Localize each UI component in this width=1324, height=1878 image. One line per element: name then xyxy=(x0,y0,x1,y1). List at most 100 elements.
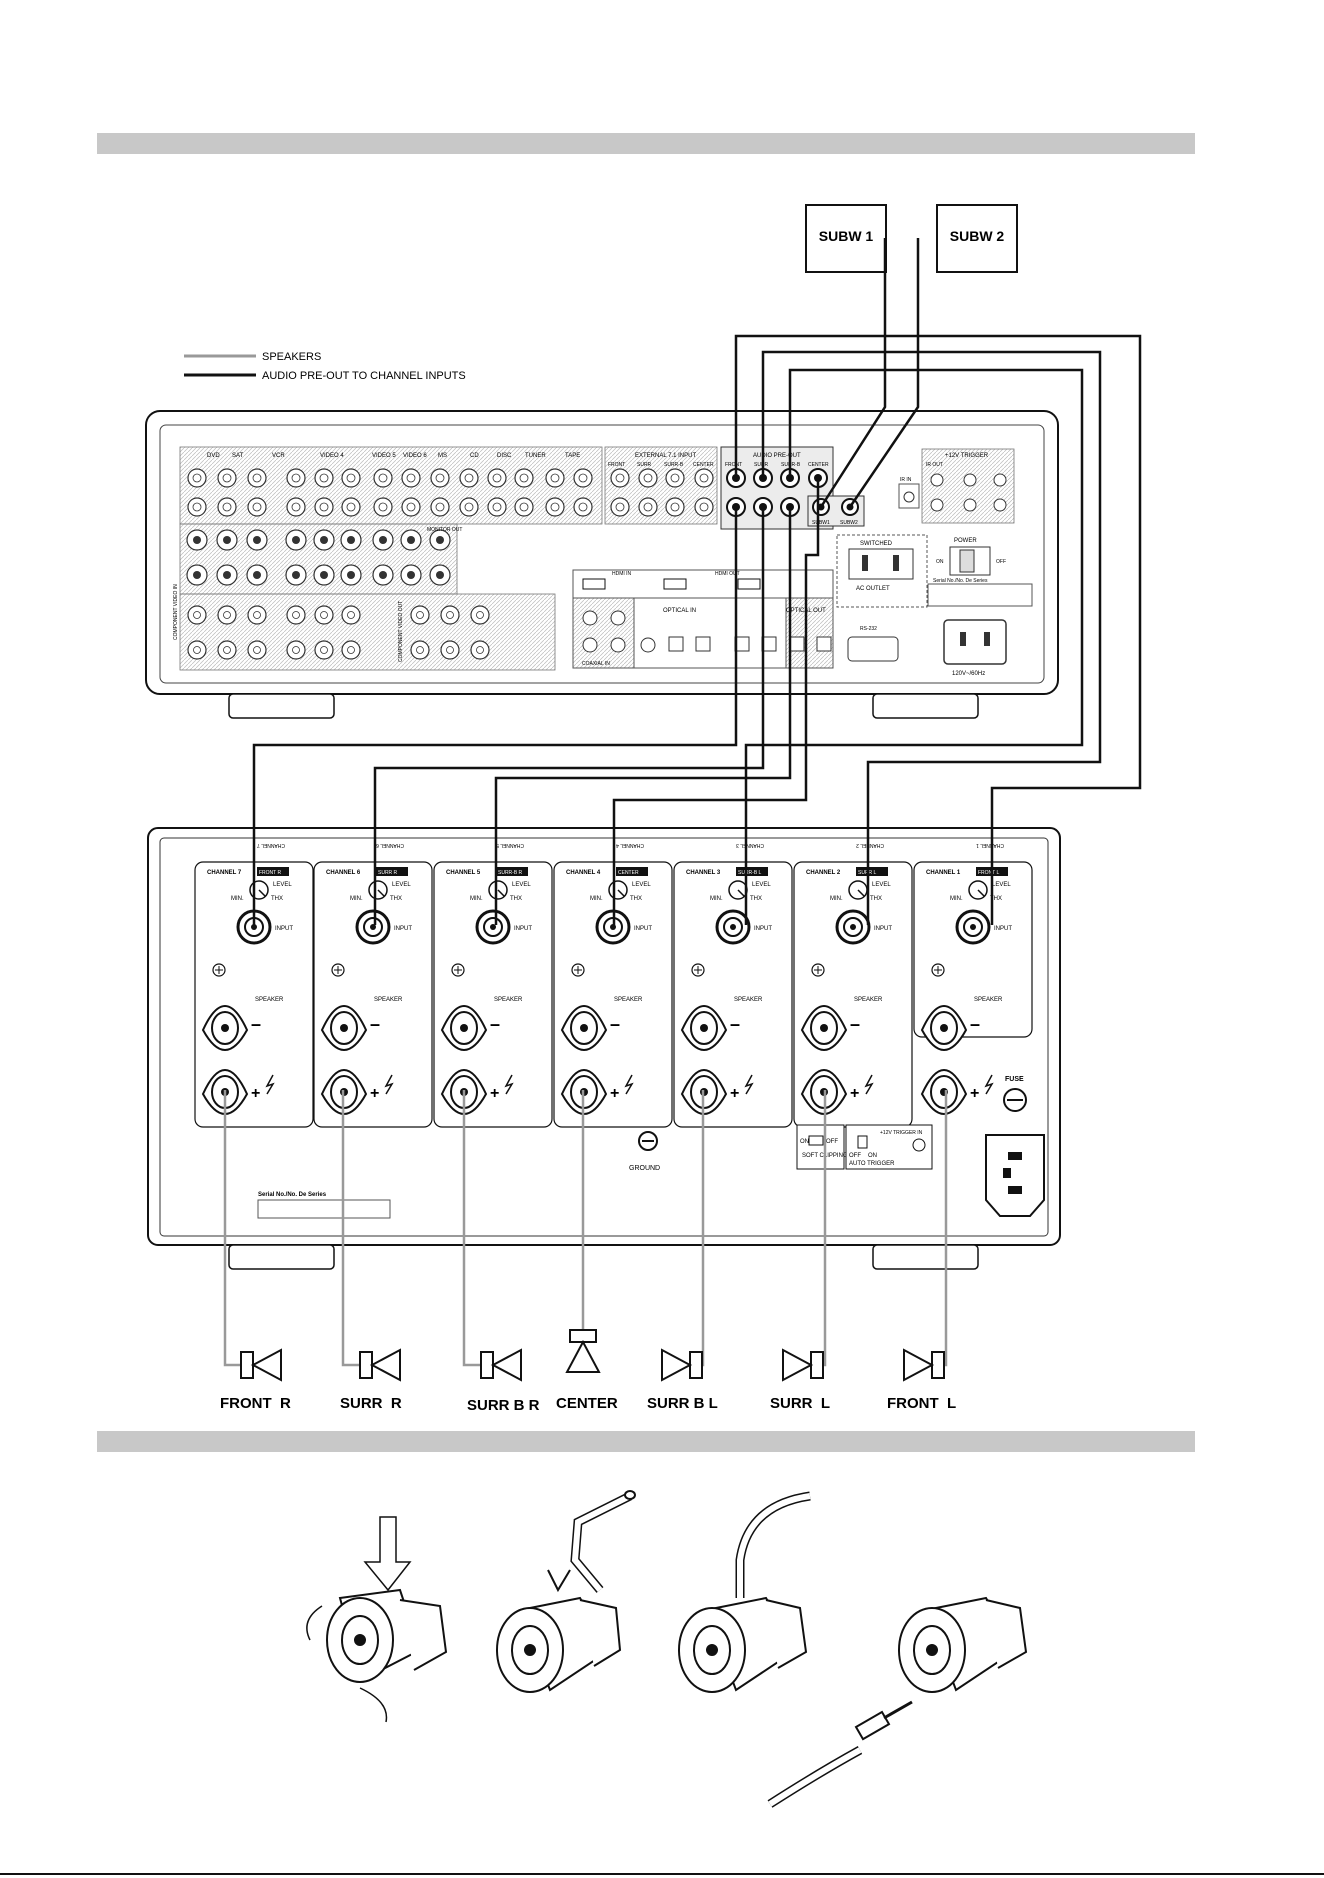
mains-inlet xyxy=(985,1134,1045,1217)
input-label-sat: SAT xyxy=(232,453,244,459)
negative-binding-post[interactable] xyxy=(560,1005,608,1051)
video-jack xyxy=(246,564,268,586)
rca-jack xyxy=(187,497,207,517)
plus-sign: + xyxy=(730,1085,739,1102)
rca-jack xyxy=(665,468,685,488)
negative-binding-post[interactable] xyxy=(920,1005,968,1051)
negative-binding-post[interactable] xyxy=(320,1005,368,1051)
hdmi-out-label: HDMI OUT xyxy=(715,571,740,577)
legend-speakers-label: SPEAKERS xyxy=(262,351,321,363)
component-jack xyxy=(314,640,334,660)
input-label-video5: VIDEO 5 xyxy=(372,453,396,459)
component-jack xyxy=(470,640,490,660)
plus-sign: + xyxy=(610,1085,619,1102)
auto-trigger-off-label: OFF xyxy=(849,1153,861,1159)
rca-jack xyxy=(610,497,630,517)
rs232-label: RS-232 xyxy=(860,626,877,632)
component-jack xyxy=(410,605,430,625)
speaker-label-surr-b-l: SURR B L xyxy=(647,1395,718,1412)
binding-post-banana xyxy=(767,1596,1028,1808)
component-jack xyxy=(314,605,334,625)
channel-tag: CENTER xyxy=(618,870,639,876)
video-jack xyxy=(372,529,394,551)
rca-jack xyxy=(665,497,685,517)
rca-jack xyxy=(430,468,450,488)
rca-jack xyxy=(573,468,593,488)
fuse-label: FUSE xyxy=(1005,1076,1024,1083)
level-label: LEVEL xyxy=(632,882,651,888)
channel-name: CHANNEL 4 xyxy=(566,870,601,876)
plus-sign: + xyxy=(490,1085,499,1102)
trigger-in-label: +12V TRIGGER IN xyxy=(880,1130,923,1136)
optical-in-label: OPTICAL IN xyxy=(663,608,696,614)
channel-tag: FRONT R xyxy=(259,870,282,876)
minus-sign: – xyxy=(730,1014,740,1034)
speaker-terminal-label: SPEAKER xyxy=(374,997,403,1003)
speaker-label-surr-r: SURR R xyxy=(340,1395,402,1412)
plus-sign: + xyxy=(970,1085,979,1102)
receiver-rear-panel: DVD SAT VCR VIDEO 4 VIDEO 5 VIDEO 6 MS C… xyxy=(145,410,1059,719)
rca-jack xyxy=(487,497,507,517)
subwoofer-2-label: SUBW 2 xyxy=(950,228,1005,244)
subw2-jack-label: SUBW2 xyxy=(840,520,858,526)
speaker-label-center: CENTER xyxy=(556,1395,618,1412)
video-jack xyxy=(429,564,451,586)
amp-serial-label: Serial No./No. De Series xyxy=(258,1192,327,1198)
input-label-video6: VIDEO 6 xyxy=(403,453,427,459)
min-label: MIN. xyxy=(830,896,843,902)
speaker-label-front-r: FRONT R xyxy=(220,1395,291,1412)
binding-post-spade xyxy=(496,1490,636,1693)
input-label-disc: DISC xyxy=(497,453,512,459)
level-label: LEVEL xyxy=(512,882,531,888)
preout-cables xyxy=(252,238,1142,925)
component-jack xyxy=(247,640,267,660)
shock-hazard-icon xyxy=(984,1074,994,1095)
rca-jack xyxy=(487,468,507,488)
level-label: LEVEL xyxy=(992,882,1011,888)
rca-jack xyxy=(286,468,306,488)
preout-label-center: CENTER xyxy=(808,462,829,468)
power-label: POWER xyxy=(954,538,977,544)
video-jack xyxy=(246,529,268,551)
amplifier-foot xyxy=(872,1244,979,1270)
channel-tag: FRONT L xyxy=(978,870,1000,876)
component-jack xyxy=(440,605,460,625)
speaker-terminal-label: SPEAKER xyxy=(974,997,1003,1003)
channel-name: CHANNEL 2 xyxy=(806,870,841,876)
video-jack xyxy=(186,529,208,551)
rca-jack xyxy=(573,497,593,517)
external-label-front: FRONT xyxy=(608,462,625,468)
input-label: INPUT xyxy=(994,926,1012,932)
negative-binding-post[interactable] xyxy=(800,1005,848,1051)
component-in-label: COMPONENT VIDEO IN xyxy=(173,584,179,640)
thx-label: THX xyxy=(750,896,762,902)
video-jack xyxy=(285,529,307,551)
rotate-arrow-icon xyxy=(359,1687,388,1723)
input-label: INPUT xyxy=(394,926,412,932)
negative-binding-post[interactable] xyxy=(440,1005,488,1051)
channel-name-flipped: CHANNEL 3 xyxy=(736,842,764,848)
channel-name-flipped: CHANNEL 1 xyxy=(976,842,1004,848)
negative-binding-post[interactable] xyxy=(201,1005,249,1051)
thx-label: THX xyxy=(271,896,283,902)
speaker-symbols xyxy=(240,1329,945,1382)
negative-binding-post[interactable] xyxy=(680,1005,728,1051)
coaxial-in-label: COAXIAL IN xyxy=(582,661,610,667)
minus-sign: – xyxy=(970,1014,980,1034)
component-jack xyxy=(187,605,207,625)
rca-jack xyxy=(314,468,334,488)
video-jack xyxy=(186,564,208,586)
receiver-serial-label: Serial No./No. De Series xyxy=(933,578,988,584)
rca-jack xyxy=(459,497,479,517)
video-jack xyxy=(429,529,451,551)
component-jack xyxy=(217,640,237,660)
subwoofer-1: SUBW 1 xyxy=(805,204,887,273)
speaker-terminal-label: SPEAKER xyxy=(734,997,763,1003)
input-label-cd: CD xyxy=(470,453,479,459)
binding-post-loosen xyxy=(306,1516,448,1723)
section-header-band xyxy=(97,133,1195,154)
video-jack xyxy=(340,529,362,551)
subwoofer-1-label: SUBW 1 xyxy=(819,228,874,244)
rca-jack xyxy=(514,468,534,488)
